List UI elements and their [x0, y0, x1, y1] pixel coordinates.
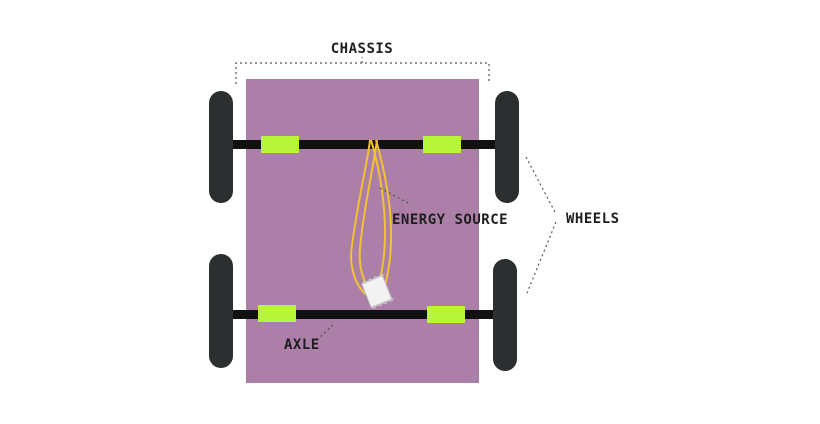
wheel-front-left: [209, 91, 233, 203]
wheels-leader-upper: [525, 156, 557, 215]
axle-label: AXLE: [284, 337, 320, 353]
bearing-rear-right: [427, 306, 465, 323]
bearing-rear-left: [258, 305, 296, 322]
chassis-label: CHASSIS: [331, 41, 394, 57]
bearing-front-right: [423, 136, 461, 153]
wheel-rear-left: [209, 254, 233, 368]
energy-block: [361, 273, 394, 309]
wheel-rear-right: [493, 259, 517, 371]
axle-leader: [316, 324, 334, 341]
chassis-bracket: [235, 62, 490, 84]
rubber-band-icon: [350, 139, 394, 309]
wheels-label: WHEELS: [566, 211, 620, 227]
wheels-leader-lower: [526, 221, 557, 294]
rubber-band-strand-1: [350, 139, 373, 299]
energy-source-leader: [379, 187, 411, 205]
energy-source-label: ENERGY SOURCE: [392, 212, 508, 228]
wheel-front-right: [495, 91, 519, 203]
bearing-front-left: [261, 136, 299, 153]
